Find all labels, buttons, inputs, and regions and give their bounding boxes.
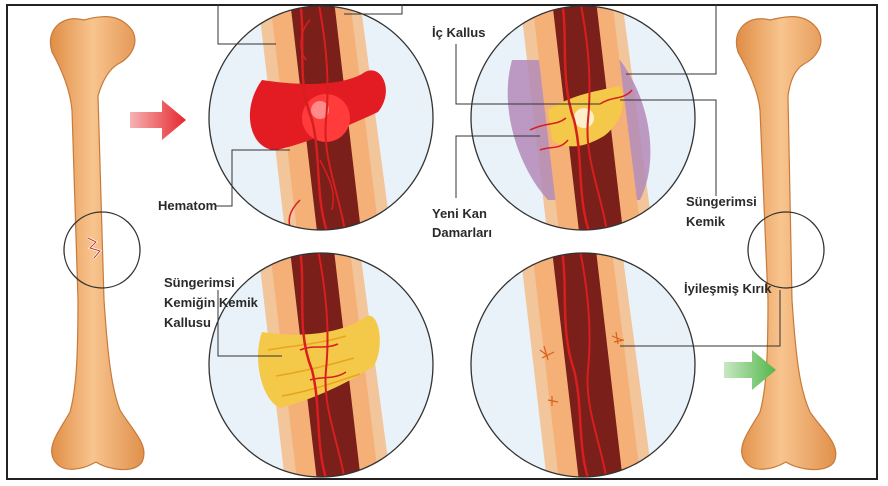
- label-hematoma: Hematom: [158, 197, 217, 215]
- healed-stage-panel: [462, 250, 712, 486]
- red-arrow-icon: [130, 100, 186, 140]
- internal-callus-stage-panel: [462, 0, 712, 240]
- label-spongy-callus-line1: Süngerimsi: [164, 274, 235, 292]
- label-new-vessels-line2: Damarları: [432, 224, 492, 242]
- hematoma-stage-panel: [200, 0, 450, 240]
- label-spongy-callus-line2: Kemiğin Kemik: [164, 294, 258, 312]
- label-internal-callus: İç Kallus: [432, 24, 485, 42]
- label-spongy-bone-line1: Süngerimsi: [686, 193, 757, 211]
- label-healed-fracture: İyileşmiş Kırık: [684, 280, 771, 298]
- label-spongy-callus-line3: Kallusu: [164, 314, 211, 332]
- spongy-callus-stage-panel: [200, 250, 450, 486]
- healed-femur: [736, 17, 835, 470]
- label-spongy-bone-line2: Kemik: [686, 213, 725, 231]
- label-new-vessels-line1: Yeni Kan: [432, 205, 487, 223]
